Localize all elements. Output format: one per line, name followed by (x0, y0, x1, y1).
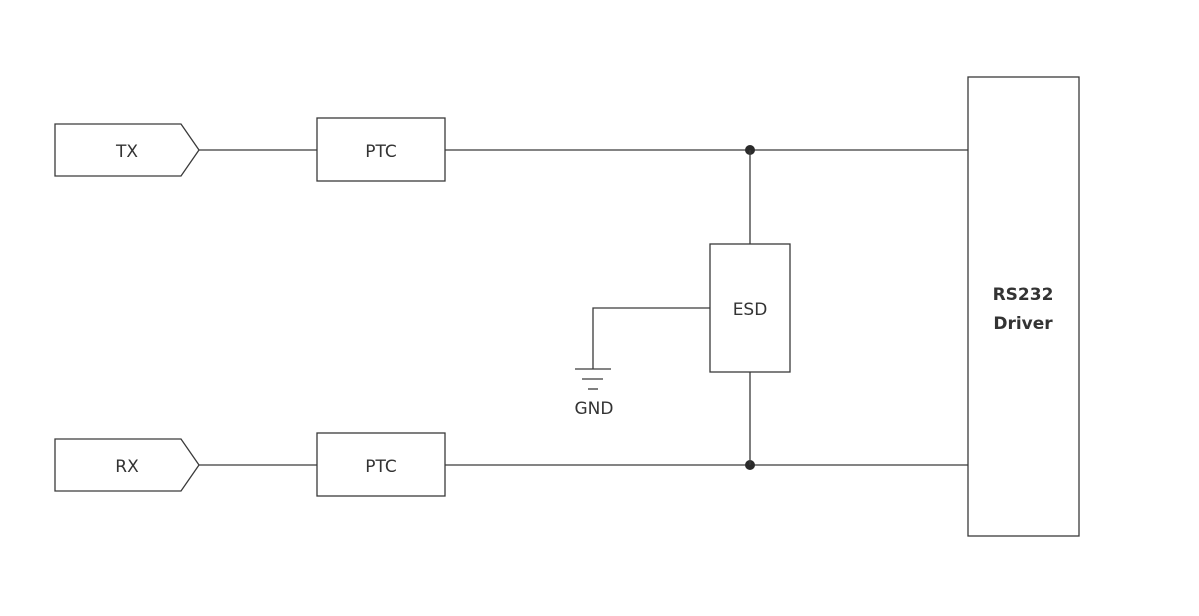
esd-label: ESD (733, 300, 768, 320)
ptc-top-box (316, 117, 446, 182)
ptc-bottom-label: PTC (365, 457, 397, 477)
esd-box (709, 243, 791, 373)
driver-label-line2: Driver (993, 314, 1053, 334)
ptc-bottom-box (316, 432, 446, 497)
rx-label: RX (115, 457, 139, 477)
ground-wire (592, 307, 710, 369)
tx-connector (54, 123, 200, 177)
tx-label: TX (115, 142, 138, 162)
gnd-label: GND (575, 399, 614, 419)
ground-icon (575, 368, 611, 390)
ptc-top-label: PTC (365, 142, 397, 162)
rs232-driver-box (967, 76, 1080, 537)
driver-label-line1: RS232 (993, 285, 1054, 305)
rx-connector (54, 438, 200, 492)
